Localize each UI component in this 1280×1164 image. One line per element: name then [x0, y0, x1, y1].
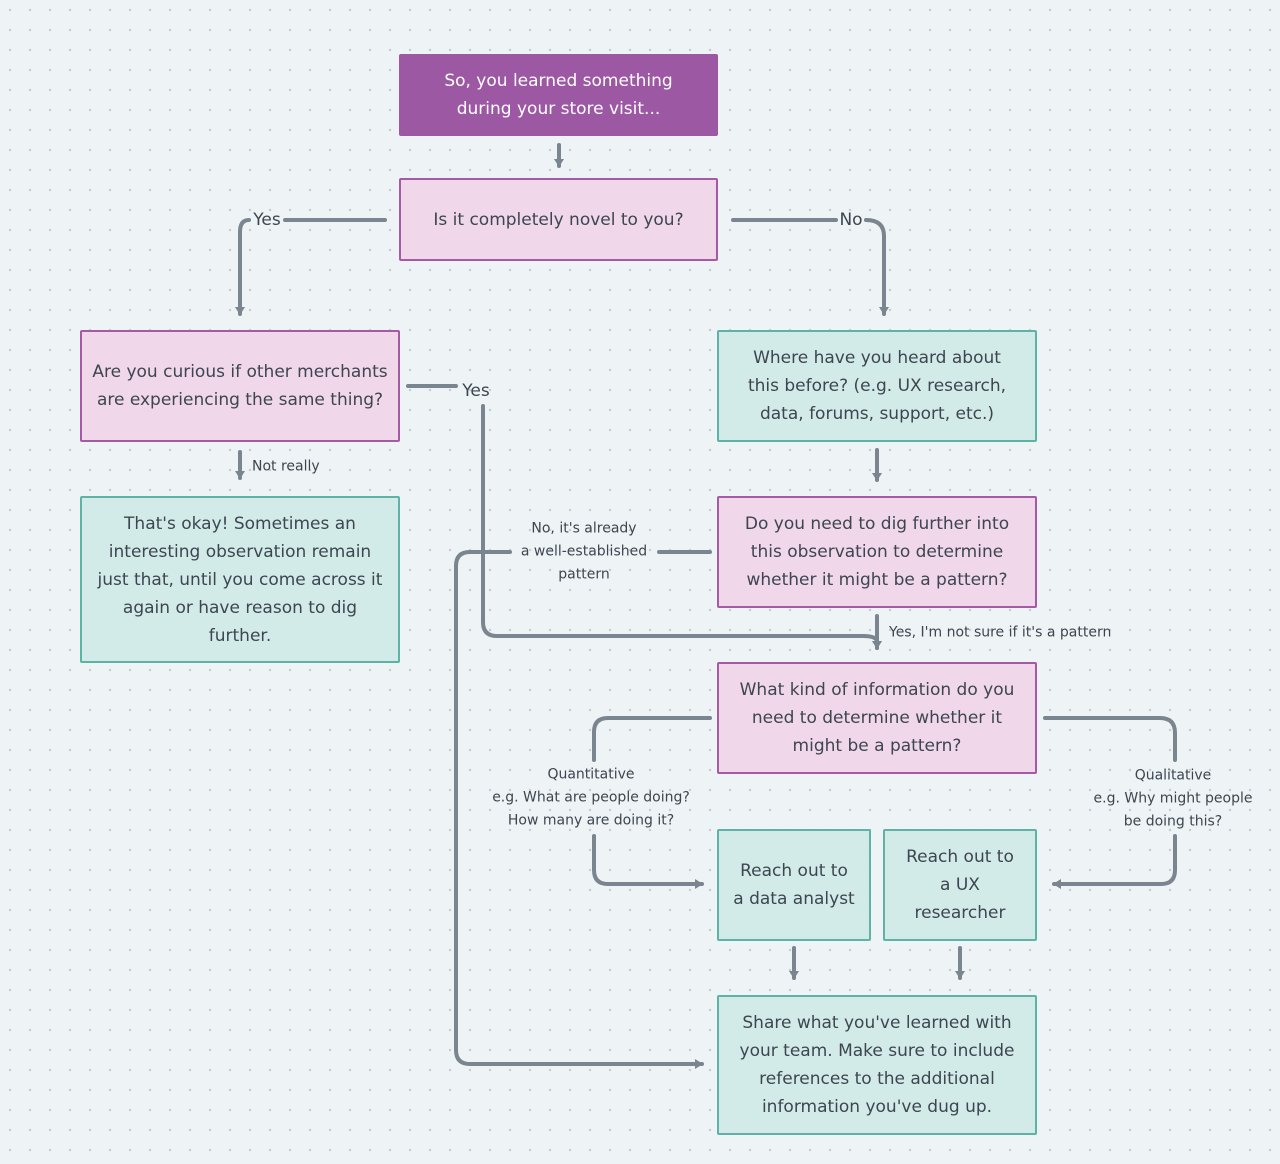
- start-node: So, you learned something during your st…: [399, 54, 718, 136]
- arrow-established-to-share: [454, 550, 712, 1064]
- arrow-novel-no-to-heard: [731, 218, 884, 314]
- question-novel: Is it completely novel to you?: [399, 178, 718, 261]
- arrow-novel-yes-to-curious: [240, 218, 387, 314]
- question-curious: Are you curious if other merchants are e…: [80, 330, 400, 442]
- edge-label-quantitative-line-1: Quantitative: [547, 766, 635, 783]
- question-where-heard: Where have you heard about this before? …: [717, 330, 1037, 442]
- question-kind-of-info: What kind of information do you need to …: [717, 662, 1037, 774]
- action-share-with-team: Share what you've learned with your team…: [717, 995, 1037, 1135]
- arrow-quantitative: [592, 716, 712, 884]
- edge-label-not-really: Not really: [252, 458, 320, 475]
- edge-label-qualitative-line-3: be doing this?: [1123, 813, 1223, 830]
- answer-thats-okay: That's okay! Sometimes an interesting ob…: [80, 496, 400, 663]
- edge-label-quantitative-line-2: e.g. What are people doing?: [492, 789, 690, 806]
- edge-label-not-sure: Yes, I'm not sure if it's a pattern: [889, 624, 1112, 641]
- action-ux-researcher: Reach out to a UX researcher: [883, 829, 1037, 941]
- question-dig-further: Do you need to dig further into this obs…: [717, 496, 1037, 608]
- edge-label-established-line-2: a well-established: [520, 543, 648, 560]
- edge-label-novel-yes: Yes: [253, 210, 281, 230]
- edge-label-curious-yes: Yes: [462, 381, 490, 401]
- edge-label-established: No, it's already a well-established patt…: [521, 518, 647, 587]
- edge-label-quantitative: Quantitative e.g. What are people doing?…: [492, 764, 690, 833]
- edge-label-qualitative-line-2: e.g. Why might people: [1093, 790, 1253, 807]
- action-data-analyst: Reach out to a data analyst: [717, 829, 871, 941]
- arrow-qualitative: [1043, 716, 1177, 884]
- edge-label-quantitative-line-3: How many are doing it?: [507, 812, 675, 829]
- edge-label-established-line-1: No, it's already: [531, 520, 637, 537]
- edge-label-established-line-3: pattern: [558, 566, 610, 583]
- edge-label-qualitative-line-1: Qualitative: [1134, 767, 1212, 784]
- edge-label-qualitative: Qualitative e.g. Why might people be doi…: [1094, 765, 1253, 834]
- edge-label-novel-no: No: [839, 210, 863, 230]
